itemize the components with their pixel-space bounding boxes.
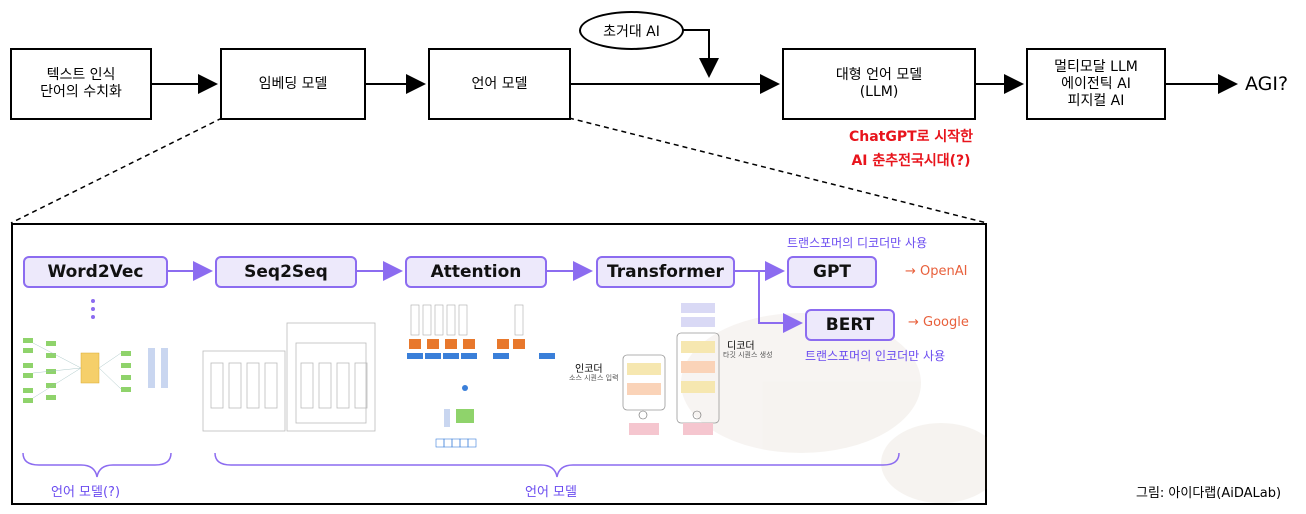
agi-label: AGI? <box>1245 73 1289 95</box>
openai-label: → OpenAI <box>905 264 968 279</box>
hyperscale-ai-oval: 초거대 AI <box>579 11 684 50</box>
embedding-model-box: 임베딩 모델 <box>220 48 366 120</box>
transformer-thumbnail <box>622 303 720 435</box>
multimodal-box: 멀티모달 LLM 에이전틱 AI 피지컬 AI <box>1026 48 1166 120</box>
llm-box: 대형 언어 모델 (LLM) <box>782 48 976 120</box>
text-recognition-box: 텍스트 인식 단어의 수치화 <box>10 48 152 120</box>
pill-transformer: Transformer <box>596 256 735 288</box>
pill-word2vec: Word2Vec <box>23 256 168 288</box>
bert-note: 트랜스포머의 인코더만 사용 <box>805 349 946 363</box>
seq2seq-thumbnail <box>202 322 376 432</box>
pill-seq2seq: Seq2Seq <box>215 256 357 288</box>
brace-1 <box>22 452 172 478</box>
annotation-line-2: AI 춘추전국시대(?) <box>851 153 971 169</box>
brace-2-label: 언어 모델 <box>525 485 577 500</box>
image-credit: 그림: 아이다랩(AiDALab) <box>1136 486 1282 501</box>
tf-encoder-label: 인코더 <box>575 364 603 375</box>
gpt-note: 트랜스포머의 디코더만 사용 <box>787 236 928 250</box>
inset-graphics <box>22 261 987 503</box>
language-model-box: 언어 모델 <box>428 48 571 120</box>
language-model-detail-panel: Word2Vec Seq2Seq Attention Transformer G… <box>11 223 987 505</box>
brace-2 <box>214 452 900 478</box>
pill-attention: Attention <box>405 256 547 288</box>
tf-encoder-sub: 소스 시퀀스 입력 <box>569 374 619 382</box>
attention-thumbnail <box>407 304 555 448</box>
word2vec-thumbnail <box>23 338 168 403</box>
pill-gpt: GPT <box>787 256 877 288</box>
tf-decoder-label: 디코더 <box>727 341 755 352</box>
google-label: → Google <box>908 315 969 330</box>
brace-1-label: 언어 모델(?) <box>51 485 121 500</box>
annotation-line-1: ChatGPT로 시작한 <box>848 129 974 145</box>
pill-bert: BERT <box>805 309 895 341</box>
tf-decoder-sub: 타깃 시퀀스 생성 <box>723 351 773 359</box>
